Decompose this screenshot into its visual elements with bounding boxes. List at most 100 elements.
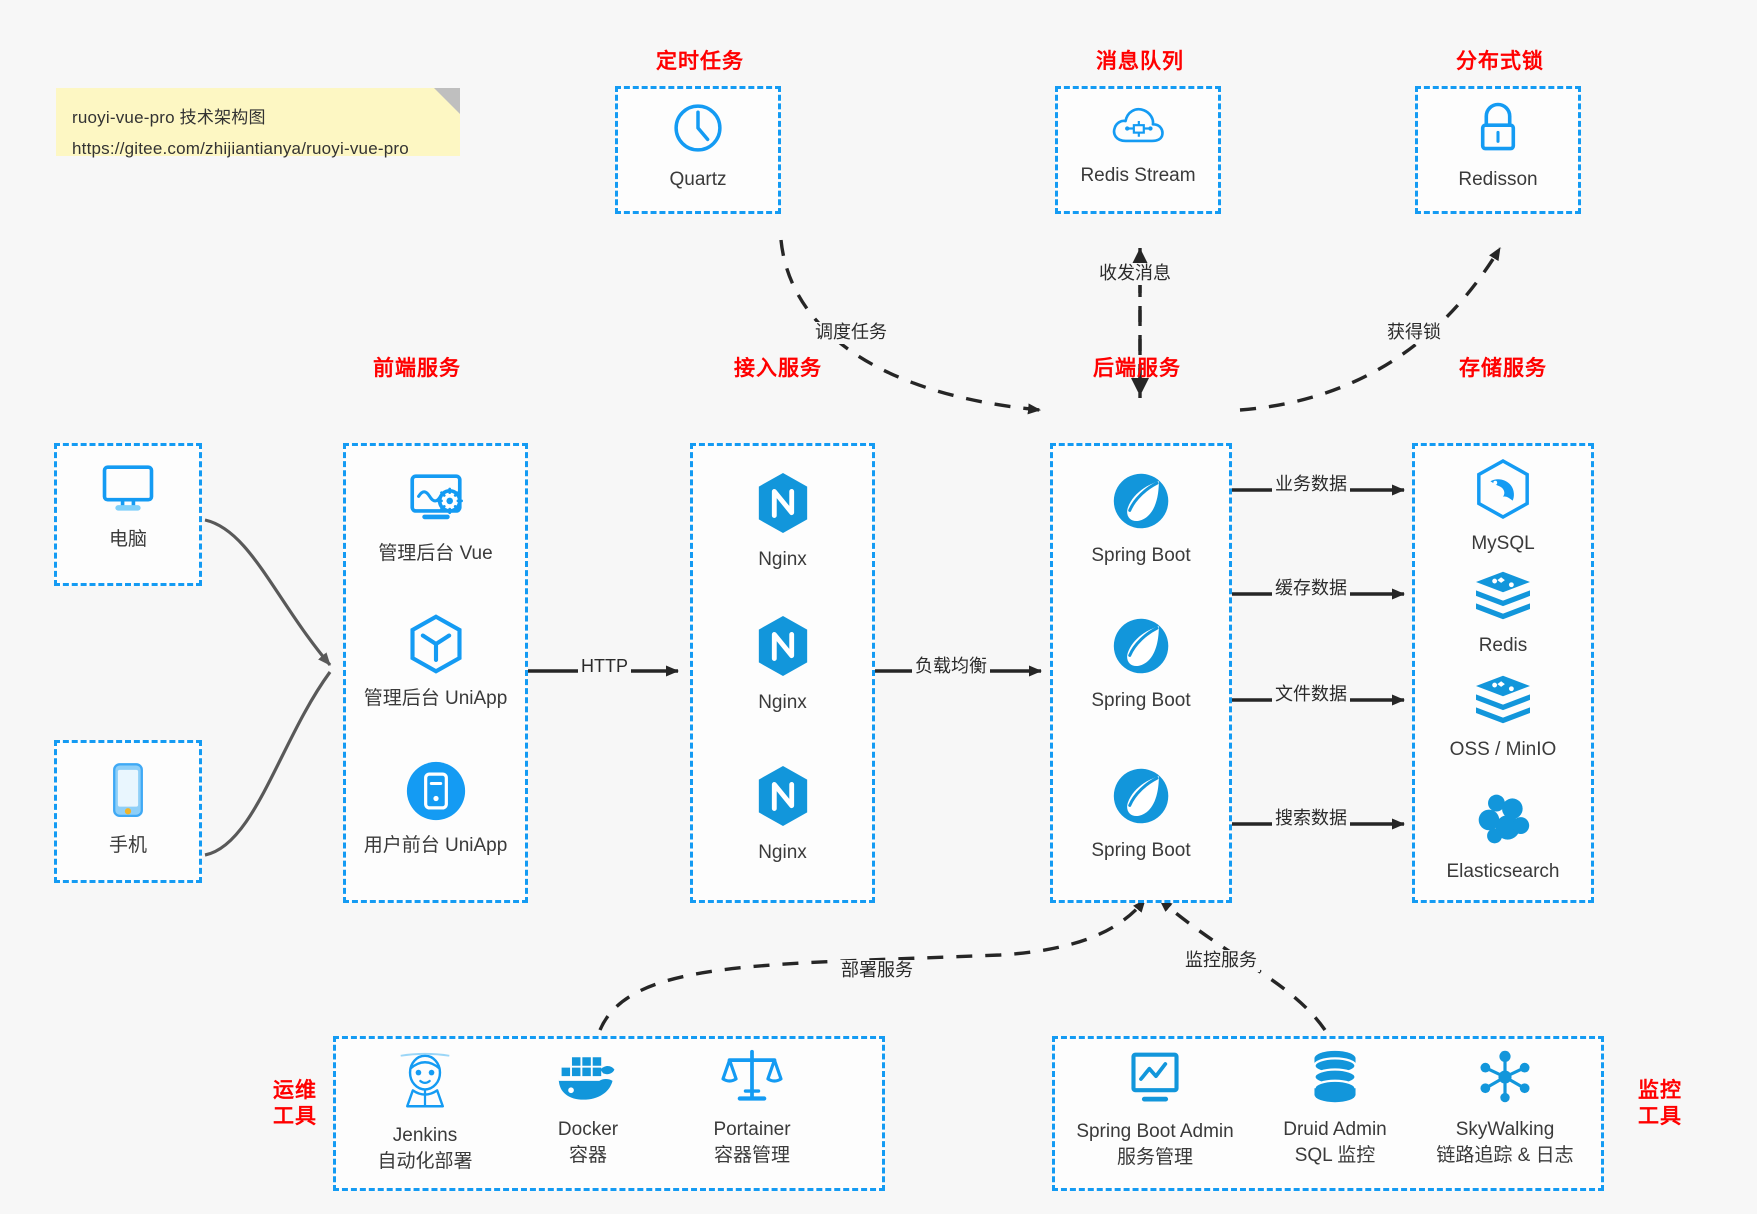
- node-druid-admin[interactable]: Druid Admin SQL 监控: [1255, 1048, 1415, 1168]
- edge-label-deploy: 部署服务: [838, 960, 916, 982]
- nginx-icon: [754, 763, 812, 834]
- group-box-mq: [1055, 86, 1221, 214]
- node-label: Redis Stream: [1080, 165, 1196, 186]
- note-folded-corner: [434, 88, 460, 114]
- node-sublabel: SQL 监控: [1294, 1144, 1376, 1166]
- group-title-frontend: 前端服务: [373, 357, 461, 380]
- node-label: 管理后台 Vue: [378, 543, 493, 564]
- edge-label-message: 收发消息: [1096, 263, 1174, 285]
- group-title-devops: 运维 工具: [255, 1078, 335, 1131]
- node-redis-stream[interactable]: Redis Stream: [1055, 100, 1221, 189]
- lock-icon: [1471, 98, 1525, 161]
- devops-title-line-1: 运维: [273, 1079, 317, 1102]
- uniapp-cube-icon: [405, 613, 467, 680]
- node-label: Jenkins: [392, 1125, 458, 1146]
- node-label: OSS / MinIO: [1449, 739, 1557, 760]
- cloud-stream-icon: [1109, 100, 1167, 157]
- edge-label-load-balance: 负载均衡: [912, 656, 990, 678]
- note-title: ruoyi-vue-pro 技术架构图: [72, 108, 266, 127]
- edge-label-search-data: 搜索数据: [1272, 808, 1350, 830]
- node-label: Docker: [557, 1119, 619, 1140]
- node-portainer[interactable]: Portainer 容器管理: [672, 1048, 832, 1168]
- node-client-pc[interactable]: 电脑: [54, 460, 202, 553]
- node-label: 手机: [108, 835, 147, 856]
- node-docker[interactable]: Docker 容器: [508, 1050, 668, 1168]
- node-label: Quartz: [669, 169, 727, 190]
- group-title-backend: 后端服务: [1093, 357, 1181, 380]
- spring-boot-icon: [1110, 765, 1172, 832]
- edge-label-monitor: 监控服务: [1182, 950, 1260, 972]
- node-label: Nginx: [758, 842, 807, 863]
- node-label: MySQL: [1471, 533, 1535, 554]
- docker-icon: [555, 1050, 621, 1111]
- nginx-icon: [754, 613, 812, 684]
- node-label: Spring Boot Admin: [1076, 1121, 1234, 1142]
- edge-label-getlock: 获得锁: [1384, 322, 1444, 344]
- node-user-uniapp[interactable]: 用户前台 UniApp: [343, 760, 528, 859]
- node-nginx-3[interactable]: Nginx: [690, 763, 875, 866]
- devops-title-line-2: 工具: [273, 1105, 317, 1129]
- nginx-icon: [754, 470, 812, 541]
- title-sticky-note: ruoyi-vue-pro 技术架构图 https://gitee.com/zh…: [56, 88, 460, 158]
- edge-label-biz-data: 业务数据: [1272, 474, 1350, 496]
- node-sublabel: 自动化部署: [377, 1150, 473, 1172]
- node-redis[interactable]: Redis: [1412, 568, 1594, 659]
- node-client-phone[interactable]: 手机: [54, 760, 202, 859]
- monitor-title-line-1: 监控: [1638, 1079, 1682, 1102]
- node-spring-boot-3[interactable]: Spring Boot: [1050, 765, 1232, 864]
- group-title-scheduler: 定时任务: [656, 50, 744, 73]
- redis-icon: [1472, 568, 1534, 627]
- node-nginx-2[interactable]: Nginx: [690, 613, 875, 716]
- desktop-icon: [97, 460, 159, 521]
- jenkins-icon: [396, 1050, 454, 1117]
- node-label: 用户前台 UniApp: [363, 835, 508, 856]
- node-spring-boot-1[interactable]: Spring Boot: [1050, 470, 1232, 569]
- node-label: SkyWalking: [1455, 1119, 1555, 1140]
- edge-label-http: HTTP: [578, 656, 631, 678]
- node-label: Redisson: [1458, 169, 1538, 190]
- node-sublabel: 链路追踪 & 日志: [1436, 1144, 1574, 1166]
- node-spring-boot-admin[interactable]: Spring Boot Admin 服务管理: [1060, 1050, 1250, 1170]
- oss-minio-icon: [1472, 672, 1534, 731]
- node-sublabel: 容器: [568, 1144, 607, 1166]
- monitor-screen-icon: [1126, 1050, 1184, 1113]
- node-admin-uniapp[interactable]: 管理后台 UniApp: [343, 613, 528, 712]
- node-oss-minio[interactable]: OSS / MinIO: [1412, 672, 1594, 763]
- dashboard-vue-icon: [404, 470, 468, 535]
- node-admin-vue[interactable]: 管理后台 Vue: [343, 470, 528, 567]
- node-label: Portainer: [713, 1119, 791, 1140]
- node-elasticsearch[interactable]: Elasticsearch: [1412, 790, 1594, 885]
- note-url: https://gitee.com/zhijiantianya/ruoyi-vu…: [72, 139, 409, 159]
- node-label: Nginx: [758, 549, 807, 570]
- node-label: Nginx: [758, 692, 807, 713]
- group-title-gateway: 接入服务: [734, 357, 822, 380]
- node-skywalking[interactable]: SkyWalking 链路追踪 & 日志: [1415, 1048, 1595, 1168]
- node-label: Redis: [1478, 635, 1528, 656]
- node-mysql[interactable]: MySQL: [1412, 458, 1594, 557]
- node-label: Druid Admin: [1283, 1119, 1387, 1140]
- node-spring-boot-2[interactable]: Spring Boot: [1050, 615, 1232, 714]
- elasticsearch-icon: [1474, 790, 1532, 853]
- node-label: Spring Boot: [1091, 690, 1191, 711]
- node-label: 电脑: [108, 529, 147, 550]
- node-jenkins[interactable]: Jenkins 自动化部署: [345, 1050, 505, 1174]
- node-redisson[interactable]: Redisson: [1415, 98, 1581, 193]
- node-label: 管理后台 UniApp: [363, 688, 508, 709]
- node-label: Spring Boot: [1091, 545, 1191, 566]
- spring-boot-icon: [1110, 615, 1172, 682]
- uniapp-circle-icon: [405, 760, 467, 827]
- node-quartz[interactable]: Quartz: [615, 100, 781, 193]
- node-label: Spring Boot: [1091, 840, 1191, 861]
- spring-boot-icon: [1110, 470, 1172, 537]
- edge-label-cache-data: 缓存数据: [1272, 578, 1350, 600]
- skywalking-icon: [1476, 1048, 1534, 1111]
- edge-label-file-data: 文件数据: [1272, 684, 1350, 706]
- node-nginx-1[interactable]: Nginx: [690, 470, 875, 573]
- group-title-monitor: 监控 工具: [1620, 1078, 1700, 1131]
- node-sublabel: 服务管理: [1116, 1146, 1193, 1168]
- database-stack-icon: [1307, 1048, 1363, 1111]
- mobile-icon: [105, 760, 151, 827]
- portainer-scale-icon: [721, 1048, 783, 1111]
- group-title-lock: 分布式锁: [1456, 50, 1544, 73]
